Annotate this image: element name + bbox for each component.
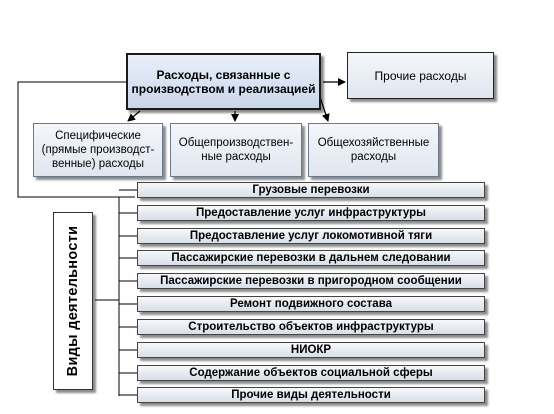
category-line: Специфические [55,130,141,142]
activity-box: Содержание объектов социальной сферы [137,365,485,381]
category-direct-costs: Специфические (прямые производст- венные… [33,123,163,177]
activity-box: Пассажирские перевозки в пригородном соо… [137,273,485,289]
activities-title-box: Виды деятельности [53,212,93,390]
activity-box: НИОКР [137,342,485,358]
activity-box: Ремонт подвижного состава [137,296,485,312]
category-line: Общепроизводствен- [178,137,294,149]
activity-box: Предоставление услуг инфраструктуры [137,205,485,221]
main-box-line1: Расходы, связанные с [156,67,291,82]
activity-box: Строительство объектов инфраструктуры [137,319,485,335]
category-general-overhead: Общехозяйственные расходы [308,123,439,177]
other-expenses-box: Прочие расходы [347,52,494,99]
main-box-line2: производством и реализацией [131,81,316,96]
activity-box: Предоставление услуг локомотивной тяги [137,228,485,244]
category-line: ные расходы [201,151,271,163]
category-line: расходы [350,151,397,163]
activity-box: Пассажирские перевозки в дальнем следова… [137,250,485,266]
activity-box: Грузовые перевозки [137,182,485,198]
other-expenses-label: Прочие расходы [374,68,467,83]
activities-title: Виды деятельности [65,225,81,377]
main-expenses-box: Расходы, связанные с производством и реа… [126,53,321,110]
category-line: (прямые производст- [41,144,155,156]
category-line: Общехозяйственные [317,137,430,149]
line-main-to-activities [17,81,135,198]
category-line: венные) расходы [51,158,145,170]
category-production-overhead: Общепроизводствен- ные расходы [170,123,302,177]
arrow-main-to-cat3 [319,96,330,122]
arrow-main-to-cat1 [127,110,141,122]
activity-box: Прочие виды деятельности [137,387,485,403]
